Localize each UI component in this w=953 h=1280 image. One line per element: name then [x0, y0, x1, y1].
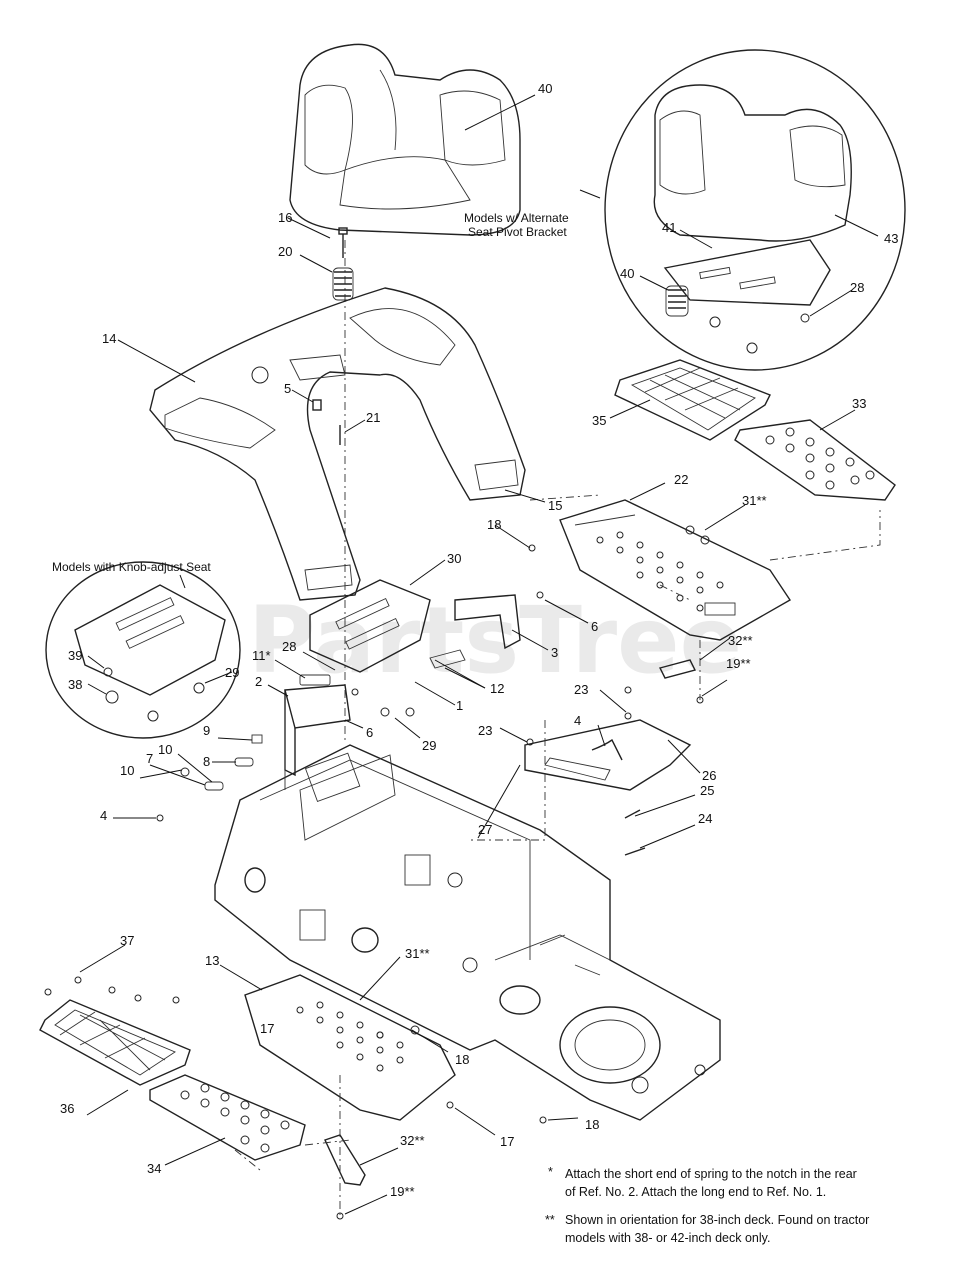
callout-17: 17 — [500, 1134, 514, 1149]
callout-12: 12 — [490, 681, 504, 696]
callout-19: 19** — [726, 656, 751, 671]
callout-31: 31** — [405, 946, 430, 961]
callout-13: 13 — [205, 953, 219, 968]
floor-mat-part-35 — [614, 359, 771, 441]
callout-21: 21 — [366, 410, 380, 425]
callout-10: 10 — [120, 763, 134, 778]
callout-11: 11* — [252, 648, 271, 663]
footrest-part-13 — [244, 974, 456, 1121]
callout-4: 4 — [574, 713, 581, 728]
callout-29: 29 — [422, 738, 436, 753]
callout-40-alt: 40 — [620, 266, 634, 281]
seat-part-40 — [289, 43, 521, 236]
bolt-part-16 — [338, 227, 348, 258]
callout-2: 2 — [255, 674, 262, 689]
callout-43: 43 — [884, 231, 898, 246]
callout-30: 30 — [447, 551, 461, 566]
bracket-part-3 — [454, 594, 521, 650]
callout-36: 36 — [60, 1101, 74, 1116]
note-double-star-mark: ** — [545, 1213, 555, 1227]
alternate-seat-pivot-inset — [604, 49, 906, 371]
callout-5: 5 — [284, 381, 291, 396]
foot-plate-part-33 — [734, 419, 896, 501]
callout-19: 19** — [390, 1184, 415, 1199]
callout-labels: 40 16 20 14 5 21 15 18 30 6 3 12 1 28 11… — [60, 81, 898, 1199]
callout-23: 23 — [478, 723, 492, 738]
callout-3: 3 — [551, 645, 558, 660]
callout-18: 18 — [585, 1117, 599, 1132]
foot-plate-part-34 — [149, 1074, 306, 1161]
callout-1: 1 — [456, 698, 463, 713]
callout-18: 18 — [455, 1052, 469, 1067]
callout-4: 4 — [100, 808, 107, 823]
note-double-star-line1: Shown in orientation for 38-inch deck. F… — [565, 1213, 869, 1227]
callout-23: 23 — [574, 682, 588, 697]
bracket-part-32 — [324, 1134, 366, 1186]
note-double-star-line2: models with 38- or 42-inch deck only. — [565, 1231, 770, 1245]
callout-27: 27 — [478, 822, 492, 837]
callout-41: 41 — [662, 220, 676, 235]
callout-28: 28 — [850, 280, 864, 295]
callout-38: 38 — [68, 677, 82, 692]
note-star-line2: of Ref. No. 2. Attach the long end to Re… — [565, 1185, 826, 1199]
footnotes: * Attach the short end of spring to the … — [545, 1165, 869, 1245]
callout-17: 17 — [260, 1021, 274, 1036]
callout-24: 24 — [698, 811, 712, 826]
floor-mat-part-36 — [39, 976, 191, 1086]
footrest-part-22 — [559, 499, 791, 641]
callout-14: 14 — [102, 331, 116, 346]
caption-alt-pivot-line2: Seat Pivot Bracket — [468, 225, 567, 239]
callout-6: 6 — [366, 725, 373, 740]
fender-part-14 — [149, 287, 526, 601]
callout-39: 39 — [68, 648, 82, 663]
callout-25: 25 — [700, 783, 714, 798]
callout-7: 7 — [146, 751, 153, 766]
callout-32: 32** — [728, 633, 753, 648]
callout-31: 31** — [742, 493, 767, 508]
tractor-frame — [214, 710, 721, 1121]
caption-alt-pivot-line1: Models w/ Alternate — [464, 211, 569, 225]
callout-18: 18 — [487, 517, 501, 532]
callout-26: 26 — [702, 768, 716, 783]
spring-part-20 — [332, 267, 354, 301]
knob-adjust-seat-inset — [45, 561, 241, 739]
callout-20: 20 — [278, 244, 292, 259]
callout-8: 8 — [203, 754, 210, 769]
callout-34: 34 — [147, 1161, 161, 1176]
callout-6: 6 — [591, 619, 598, 634]
callout-10: 10 — [158, 742, 172, 757]
note-star-mark: * — [548, 1165, 553, 1179]
callout-35: 35 — [592, 413, 606, 428]
callout-32: 32** — [400, 1133, 425, 1148]
callout-29: 29 — [225, 665, 239, 680]
callout-15: 15 — [548, 498, 562, 513]
callout-9: 9 — [203, 723, 210, 738]
callout-28: 28 — [282, 639, 296, 654]
cover-plate-part-27 — [524, 719, 692, 791]
callout-33: 33 — [852, 396, 866, 411]
callout-40: 40 — [538, 81, 552, 96]
callout-22: 22 — [674, 472, 688, 487]
leader-lines — [79, 94, 879, 1215]
caption-knob-adjust-seat: Models with Knob-adjust Seat — [52, 560, 211, 574]
note-star-line1: Attach the short end of spring to the no… — [565, 1167, 857, 1181]
bracket-part-30 — [309, 579, 431, 673]
callout-16: 16 — [278, 210, 292, 225]
callout-37: 37 — [120, 933, 134, 948]
